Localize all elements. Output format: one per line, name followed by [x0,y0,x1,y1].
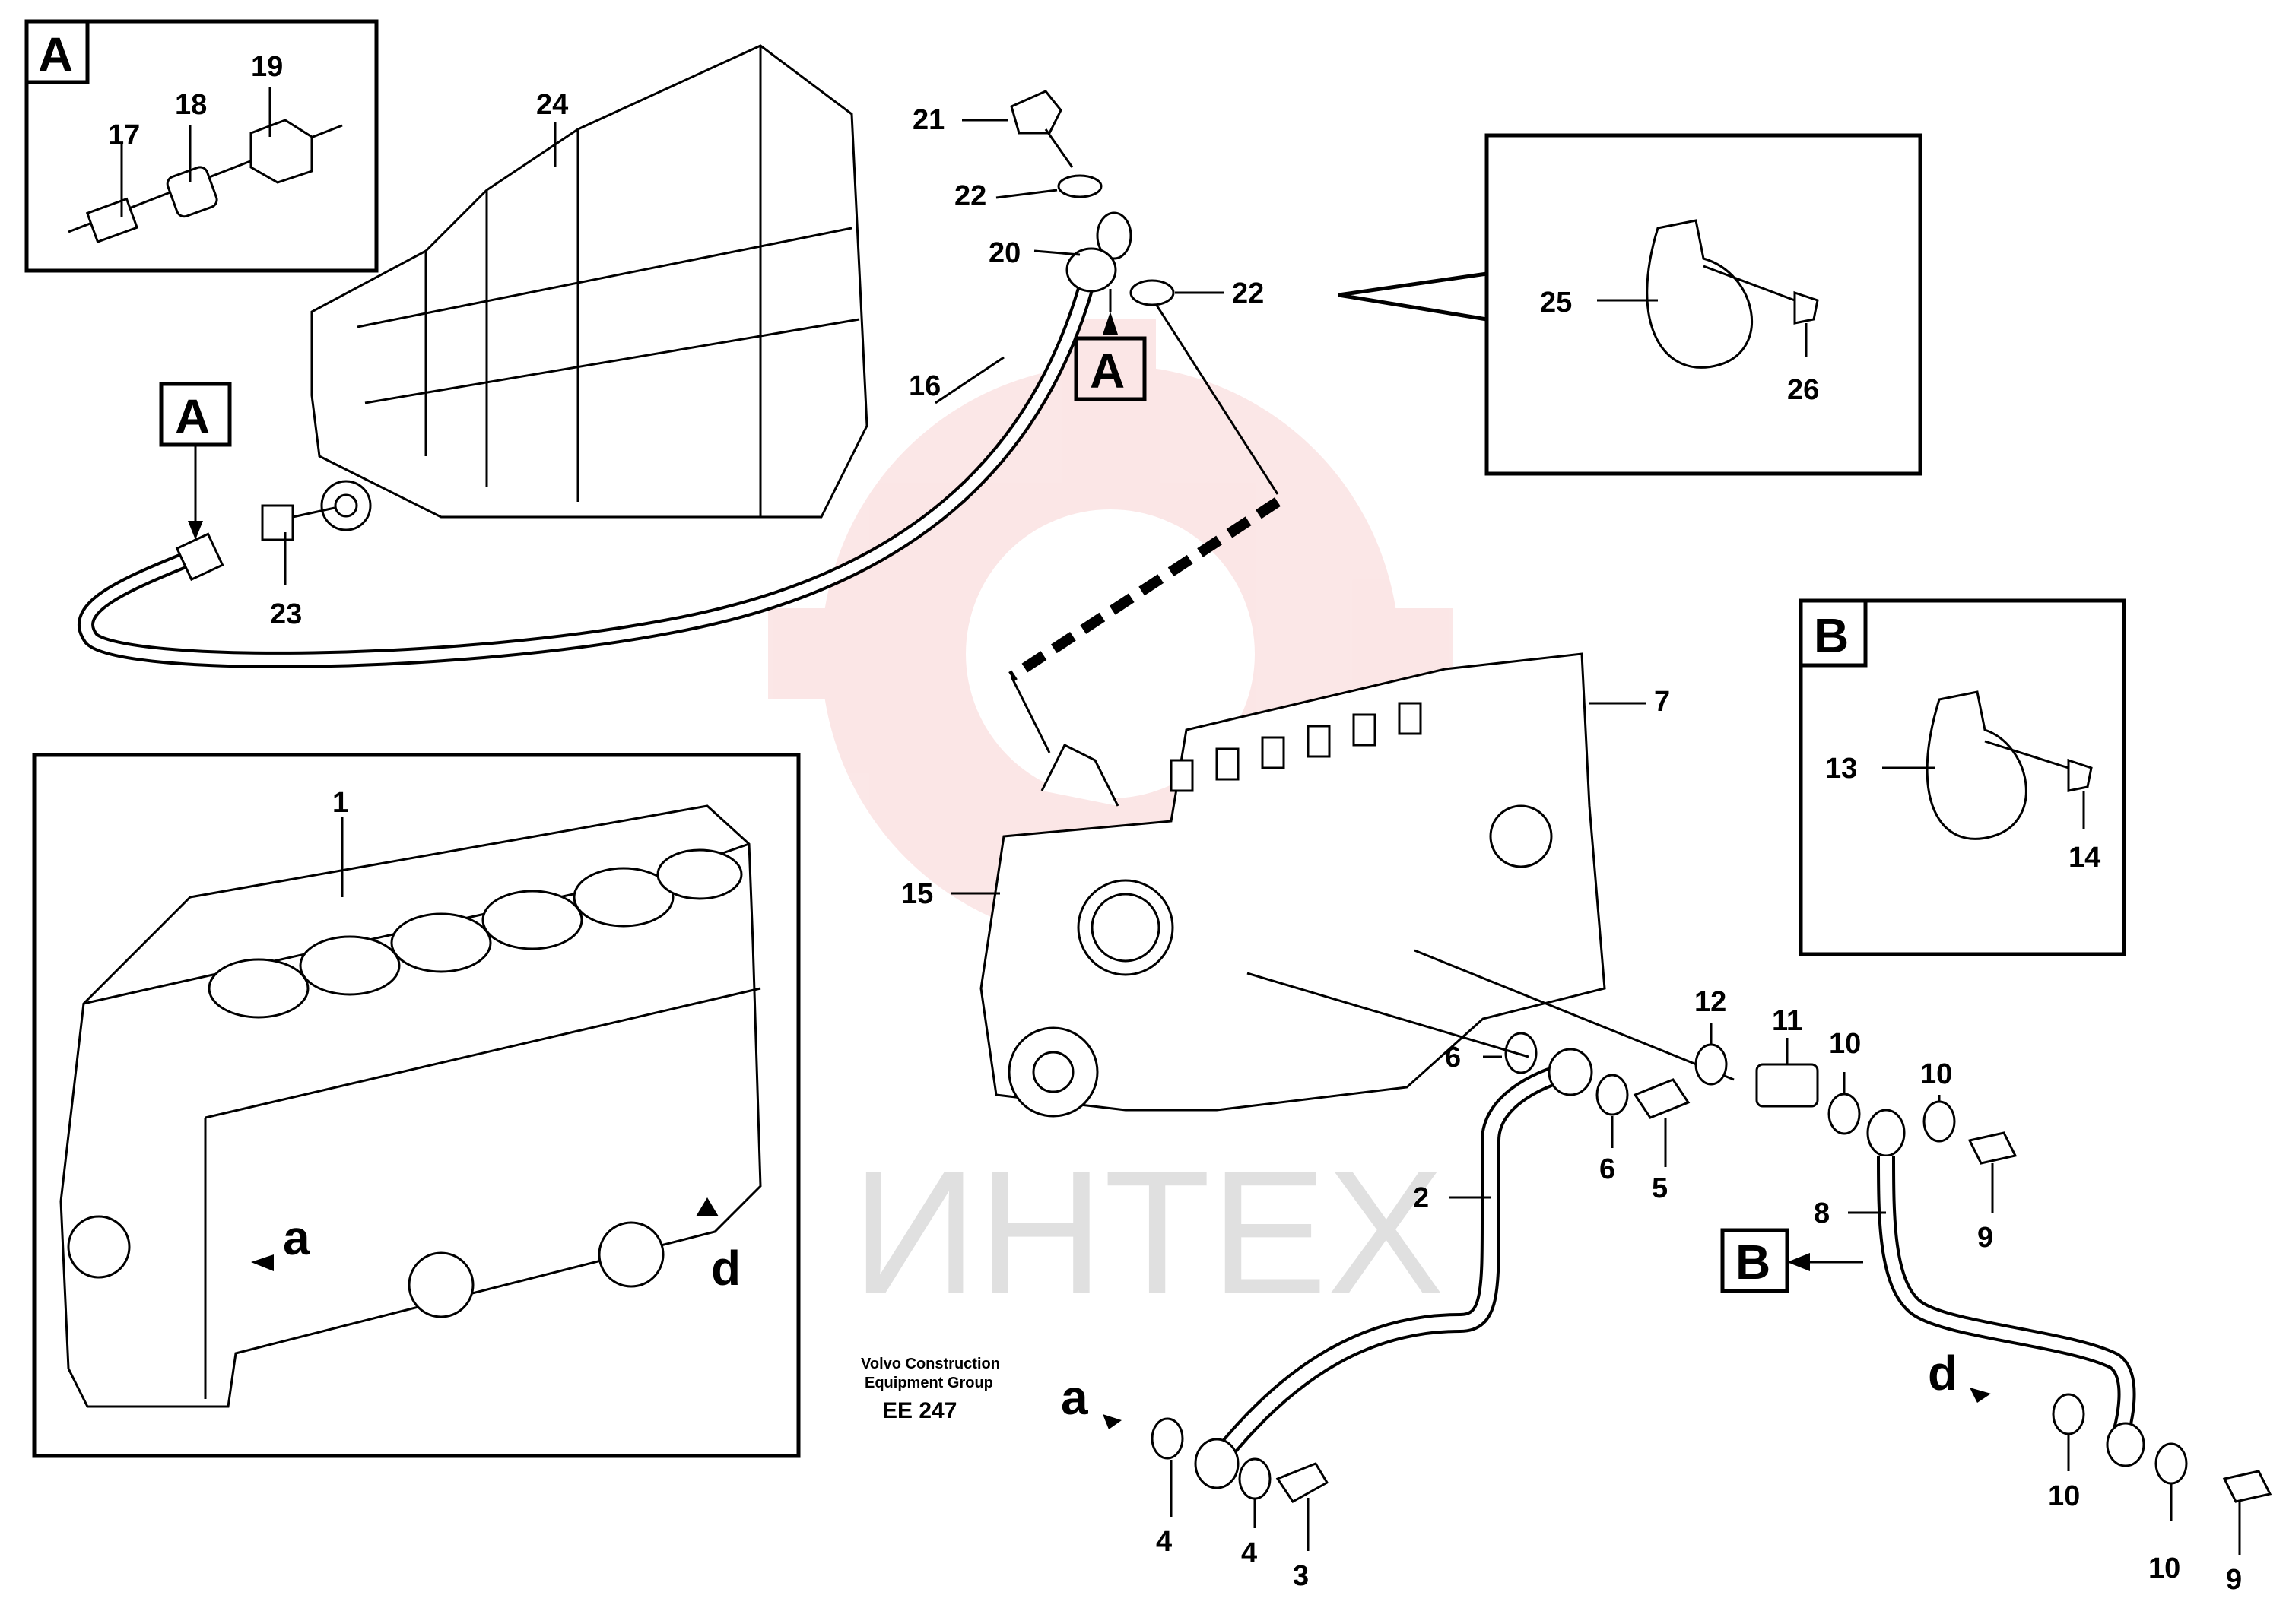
callout-10-c: 10 [2048,1480,2080,1512]
callout-3: 3 [1293,1560,1309,1592]
detail-box-engine-block: 1 a d [32,753,801,1458]
publisher-line-2: Equipment Group [865,1375,993,1391]
detail-box-clamp-25: 25 26 [1338,133,1922,476]
callout-20: 20 [989,237,1021,269]
callout-4-b: 4 [1241,1537,1257,1569]
detail-box-b: B 13 14 [1799,598,2126,956]
callout-23: 23 [270,598,302,630]
watermark-text: ИНТЕХ [852,1134,1444,1330]
callout-6: 6 [1445,1042,1461,1074]
callout-19: 19 [251,51,283,83]
callout-18: 18 [175,89,207,121]
marker-a-line: a [1061,1370,1088,1425]
marker-b-lower: B [1735,1235,1770,1289]
drawing-code: EE 247 [882,1398,957,1423]
callout-5: 5 [1652,1172,1668,1204]
callout-9-b: 9 [2226,1564,2242,1596]
marker-d-block: d [711,1241,741,1296]
callout-6-b: 6 [1599,1153,1615,1185]
callout-25: 25 [1540,287,1572,319]
callout-8: 8 [1814,1197,1830,1229]
callout-13: 13 [1825,753,1857,785]
callout-11: 11 [1772,1005,1802,1037]
publisher-line-1: Volvo Construction [861,1356,1000,1372]
callout-21: 21 [913,104,945,136]
callout-24: 24 [536,89,568,121]
marker-a-left: A [175,389,210,444]
oil-line-16: A 23 16 [78,249,1103,668]
oil-line-8: 12 11 10 10 9 8 10 10 9 B d [1414,949,2272,1596]
callout-15: 15 [901,878,933,910]
callout-4: 4 [1156,1526,1172,1558]
detail-box-a: A 17 18 19 [24,19,379,273]
callout-10-d: 10 [2148,1553,2180,1584]
callout-16: 16 [909,370,941,402]
callout-22: 22 [954,180,986,212]
callout-10: 10 [1829,1028,1861,1060]
callout-9: 9 [1977,1222,1993,1254]
banjo-fitting-group: 21 22 20 22 A [913,90,1281,753]
callout-2: 2 [1413,1182,1429,1214]
callout-7: 7 [1654,686,1670,718]
detail-a-label: A [38,27,73,82]
publisher-block: Volvo Construction Equipment Group EE 24… [861,1356,1000,1423]
valve-cover-24: 24 [310,44,868,531]
callout-14: 14 [2069,842,2100,874]
callout-22-b: 22 [1232,278,1264,309]
callout-17: 17 [108,119,140,151]
callout-10-b: 10 [1920,1058,1952,1090]
oil-line-2: 2 3 4 4 5 6 6 a [1061,972,1691,1592]
marker-a-upper: A [1090,344,1125,398]
delivery-valves [1170,702,1422,792]
detail-b-label: B [1814,608,1849,663]
callout-26: 26 [1787,374,1819,406]
callout-1: 1 [332,787,348,819]
injection-pump-7: 7 15 [901,652,1670,1118]
marker-a-block: a [283,1210,310,1265]
marker-d-line: d [1928,1346,1957,1400]
callout-12: 12 [1694,986,1726,1018]
